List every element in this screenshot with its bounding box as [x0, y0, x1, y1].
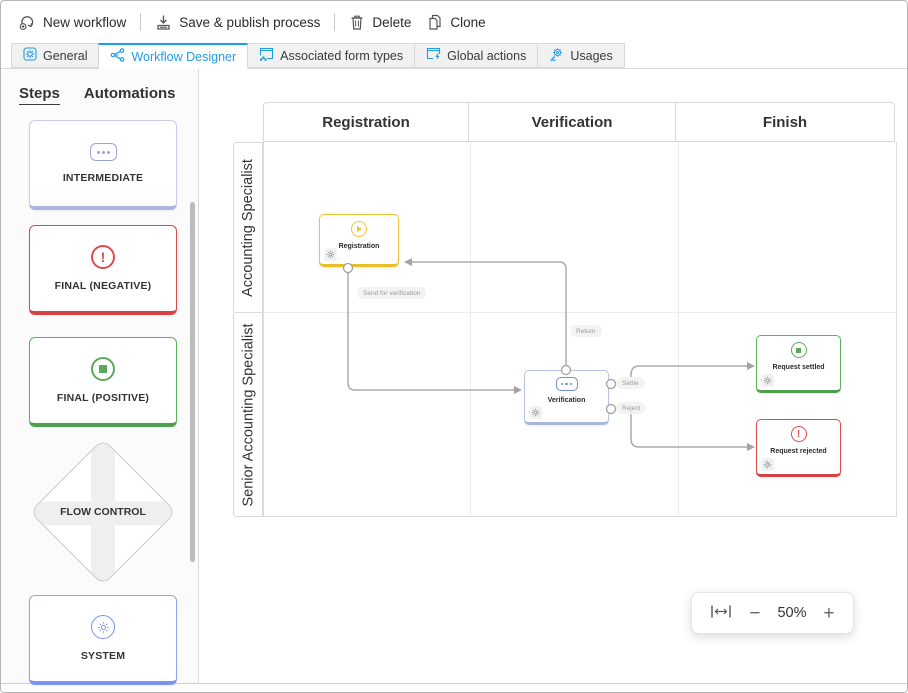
grid-line: [264, 312, 896, 313]
column-header-verification[interactable]: Verification: [468, 102, 676, 142]
node-registration[interactable]: Registration: [319, 214, 399, 267]
sidebar-scrollbar[interactable]: [190, 202, 195, 562]
edge-label-settle[interactable]: Settle: [616, 377, 645, 389]
toolbar-separator: [140, 13, 142, 31]
node-label: Registration: [338, 243, 380, 250]
palette-tab-steps[interactable]: Steps: [19, 85, 60, 105]
steps-palette: Steps Automations INTERMEDIATE ! FINAL (…: [1, 69, 199, 685]
toolbar-separator: [334, 13, 336, 31]
exclamation-circle-icon: !: [790, 426, 807, 442]
node-request-settled[interactable]: Request settled: [756, 335, 841, 393]
lane-label-senior-accounting-specialist[interactable]: Senior Accounting Specialist: [233, 312, 263, 517]
palette-step-flow-control[interactable]: FLOW CONTROL: [29, 438, 177, 586]
tab-usages[interactable]: Usages: [537, 43, 625, 68]
swimlane-column-headers: Registration Verification Finish: [263, 102, 895, 142]
grid-line: [678, 142, 679, 516]
delete-label: Delete: [372, 14, 412, 30]
tab-workflow-designer-label: Workflow Designer: [131, 49, 237, 64]
delete-icon: [349, 14, 365, 31]
zoom-in-button[interactable]: +: [823, 602, 835, 624]
palette-step-final-negative[interactable]: ! FINAL (NEGATIVE): [29, 225, 177, 315]
palette-step-label: FINAL (POSITIVE): [56, 392, 150, 404]
stop-circle-icon: [91, 357, 115, 381]
gear-search-icon: [549, 47, 564, 65]
grid-line: [470, 142, 471, 516]
clone-button[interactable]: Clone: [419, 10, 493, 35]
gear-window-icon: [23, 47, 37, 64]
delete-button[interactable]: Delete: [341, 10, 419, 35]
palette-step-system[interactable]: SYSTEM: [29, 595, 177, 685]
node-settings-gear-icon[interactable]: [529, 406, 542, 419]
branch-icon: [110, 48, 125, 65]
edge-label-send-for-verification[interactable]: Send for verification: [357, 287, 427, 299]
content-area: Steps Automations INTERMEDIATE ! FINAL (…: [1, 69, 907, 685]
node-request-rejected[interactable]: ! Request rejected: [756, 419, 841, 477]
save-publish-button[interactable]: Save & publish process: [147, 10, 328, 35]
tab-associated-form-types-label: Associated form types: [280, 48, 404, 63]
intermediate-dots-icon: [555, 377, 578, 391]
column-header-registration[interactable]: Registration: [263, 102, 469, 142]
form-bolt-icon: [426, 47, 441, 64]
tab-general-label: General: [43, 48, 88, 63]
palette-step-label: FLOW CONTROL: [60, 506, 146, 518]
tab-workflow-designer[interactable]: Workflow Designer: [98, 43, 249, 69]
palette-step-label: FINAL (NEGATIVE): [54, 280, 152, 292]
column-header-finish[interactable]: Finish: [675, 102, 895, 142]
tab-usages-label: Usages: [570, 48, 613, 63]
node-settings-gear-icon[interactable]: [761, 458, 774, 471]
tab-associated-form-types[interactable]: Associated form types: [247, 43, 416, 68]
workflow-canvas[interactable]: Registration Verification Finish Account…: [199, 69, 907, 683]
tab-global-actions-label: Global actions: [447, 48, 527, 63]
node-settings-gear-icon[interactable]: [761, 374, 774, 387]
zoom-level: 50%: [777, 605, 807, 621]
clone-icon: [427, 14, 443, 31]
window-footer: [1, 684, 907, 692]
gear-circle-icon: [91, 615, 115, 639]
node-label: Verification: [547, 397, 586, 404]
tab-general[interactable]: General: [11, 43, 100, 68]
new-workflow-label: New workflow: [43, 14, 127, 30]
new-workflow-button[interactable]: New workflow: [11, 10, 134, 35]
stop-circle-icon: [790, 342, 807, 358]
node-label: Request settled: [772, 364, 825, 371]
save-publish-label: Save & publish process: [179, 14, 321, 30]
lane-label-accounting-specialist[interactable]: Accounting Specialist: [233, 142, 263, 313]
palette-step-label: INTERMEDIATE: [62, 172, 144, 184]
exclamation-circle-icon: !: [91, 245, 115, 269]
form-tree-icon: [259, 47, 274, 64]
intermediate-dots-icon: [89, 143, 117, 161]
palette-step-final-positive[interactable]: FINAL (POSITIVE): [29, 337, 177, 427]
palette-tab-automations[interactable]: Automations: [83, 85, 176, 102]
palette-step-label: SYSTEM: [80, 650, 126, 662]
play-circle-icon: [351, 221, 367, 237]
zoom-out-button[interactable]: −: [749, 602, 761, 624]
palette-tabs: Steps Automations: [1, 69, 198, 105]
tab-bar: General Workflow Designer Associated for…: [1, 43, 907, 69]
tab-global-actions[interactable]: Global actions: [414, 43, 539, 68]
node-settings-gear-icon[interactable]: [324, 248, 337, 261]
edge-label-reject[interactable]: Reject: [616, 402, 647, 414]
fit-width-icon[interactable]: [710, 604, 732, 623]
new-workflow-icon: [19, 14, 36, 31]
toolbar: New workflow Save & publish process Dele…: [1, 1, 907, 43]
node-label: Request rejected: [770, 448, 827, 455]
palette-step-intermediate[interactable]: INTERMEDIATE: [29, 120, 177, 210]
edge-label-return[interactable]: Return: [570, 325, 602, 337]
node-verification[interactable]: Verification: [524, 370, 609, 425]
save-publish-icon: [155, 14, 172, 31]
clone-label: Clone: [450, 14, 486, 30]
zoom-control: − 50% +: [691, 592, 854, 634]
